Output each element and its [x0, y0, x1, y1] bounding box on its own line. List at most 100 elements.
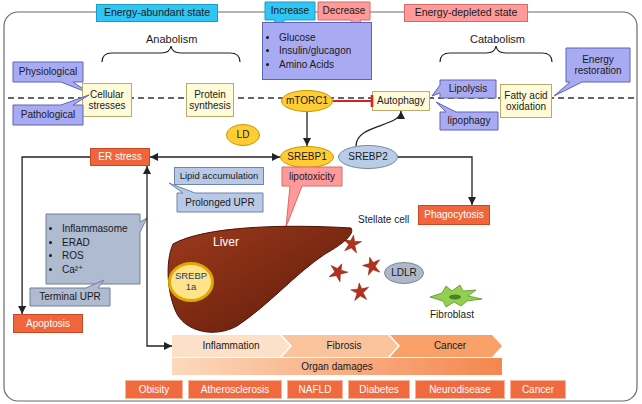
callout: Prolonged UPR — [177, 193, 263, 212]
node-label: LD — [235, 129, 252, 140]
change-tag: Decrease — [318, 2, 370, 20]
outcome-box: ER stress — [90, 148, 150, 166]
node-label: Pathological — [19, 109, 77, 120]
shape-path — [46, 214, 147, 284]
process-box: Fatty acid oxidation — [500, 84, 552, 118]
shape-path — [282, 167, 342, 227]
arrow-connector — [22, 157, 90, 314]
node-label: mTORC1 — [284, 95, 330, 106]
callout: Energy restoration — [566, 48, 630, 82]
node-label: Diabetes — [357, 384, 400, 395]
bullet-list: InflammasomeERADROSCa²⁺ — [46, 222, 128, 276]
disease-box: Diabetes — [348, 380, 410, 399]
arrow-connector — [398, 157, 472, 205]
node-label: Lipid accumulation — [178, 171, 261, 182]
regulator-ellipse: SREBP 1a — [168, 262, 214, 302]
callout: Physiological — [13, 62, 83, 82]
node-label: Fatty acid oxidation — [501, 90, 551, 112]
list-item: ERAD — [62, 236, 128, 250]
node-label: Obisity — [137, 384, 172, 395]
node-label: Inflammation — [200, 340, 261, 351]
list-item: Inflammasome — [62, 222, 128, 236]
catabolism-bracket — [440, 46, 552, 62]
shape-path — [169, 183, 263, 212]
callout: lipophagy — [440, 112, 498, 130]
node-label: Cellular stresses — [83, 89, 131, 111]
process-box: Autophagy — [372, 91, 430, 111]
shape-path — [30, 280, 110, 306]
regulator-ellipse: SREBP1 — [280, 146, 334, 168]
node-label: LDLR — [389, 267, 419, 278]
outcome-box: Apoptosis — [13, 314, 83, 333]
state-box: Lipid accumulation — [174, 167, 264, 185]
node-label: Protein synthesis — [187, 89, 233, 111]
regulator-ellipse: SREBP2 — [338, 145, 398, 169]
node-label: Increase — [269, 5, 311, 16]
shape-path — [172, 335, 290, 357]
inhibition-connector — [333, 100, 372, 102]
list-item: Glucose — [279, 31, 351, 45]
arrow-connector — [147, 166, 172, 346]
node-label: Terminal UPR — [37, 291, 103, 302]
shape-path — [339, 146, 398, 169]
disease-box: Cancer — [510, 380, 566, 399]
node-label: Atherosclerosis — [199, 384, 271, 395]
node-label: SREBP2 — [346, 151, 389, 162]
node-label: Liver — [211, 236, 241, 249]
process-box: Cellular stresses — [82, 83, 132, 117]
arrow-connector — [356, 111, 401, 146]
node-label: Fibrosis — [324, 340, 363, 351]
disease-box: Obisity — [125, 380, 183, 399]
node-label: Energy-depleted state — [413, 7, 520, 19]
node-label: ER stress — [96, 151, 143, 162]
bullet-list: GlucoseInsulin/glucagonAmino Acids — [263, 31, 351, 72]
list-item: Insulin/glucagon — [279, 44, 351, 58]
shape-path — [282, 335, 398, 357]
chevron-step: Fibrosis — [282, 335, 398, 357]
shape-path — [554, 48, 630, 96]
shape-path — [168, 226, 352, 332]
node-label: Decrease — [321, 5, 368, 16]
change-tag: Increase — [265, 2, 315, 20]
disease-box: NAFLD — [287, 380, 343, 399]
shape-path — [432, 80, 496, 98]
chevron-step: Inflammation — [172, 335, 290, 357]
damage-band: Organ damages — [172, 358, 502, 375]
section-label: Anabolism — [146, 33, 197, 45]
node-label: Cancer — [520, 384, 556, 395]
liver-organ: LiverSREBP 1a — [165, 222, 353, 334]
node-label: Autophagy — [375, 95, 427, 106]
cell-label: Fibroblast — [430, 309, 474, 320]
cell-label: Stellate cell — [358, 214, 409, 225]
shape-path — [436, 102, 498, 130]
section-label: Catabolism — [470, 33, 525, 45]
node-label: Neurodisease — [427, 384, 493, 395]
process-box: Protein synthesis — [186, 83, 234, 117]
list-item: Ca²⁺ — [62, 263, 128, 277]
shape-path — [13, 62, 91, 94]
anabolism-bracket — [102, 46, 240, 62]
callout: Terminal UPR — [30, 288, 110, 306]
node-label: Energy-abundant state — [102, 7, 212, 19]
node-label: Cancer — [432, 340, 468, 351]
callout: lipotoxicity — [282, 167, 342, 186]
shape-path — [385, 263, 424, 284]
node-label: Lipolysis — [447, 83, 489, 94]
receptor-ellipse: LDLR — [384, 262, 424, 284]
outcome-box: Phagocytosis — [418, 205, 490, 225]
callout: Pathological — [13, 105, 83, 125]
list-item: Amino Acids — [279, 58, 351, 72]
node-label: Energy restoration — [566, 54, 630, 76]
arrow-connector — [150, 156, 280, 157]
regulator-ellipse: mTORC1 — [281, 90, 333, 112]
callout: Lipolysis — [440, 80, 496, 98]
disease-box: Neurodisease — [415, 380, 505, 399]
fibroblast-cell — [430, 285, 482, 307]
shape-path — [281, 147, 334, 168]
mechanism-list-callout: InflammasomeERADROSCa²⁺ — [46, 214, 140, 284]
arrow-connector — [306, 112, 307, 146]
disease-box: Atherosclerosis — [188, 380, 282, 399]
outer-frame — [4, 12, 637, 401]
node-label: lipophagy — [446, 115, 493, 126]
